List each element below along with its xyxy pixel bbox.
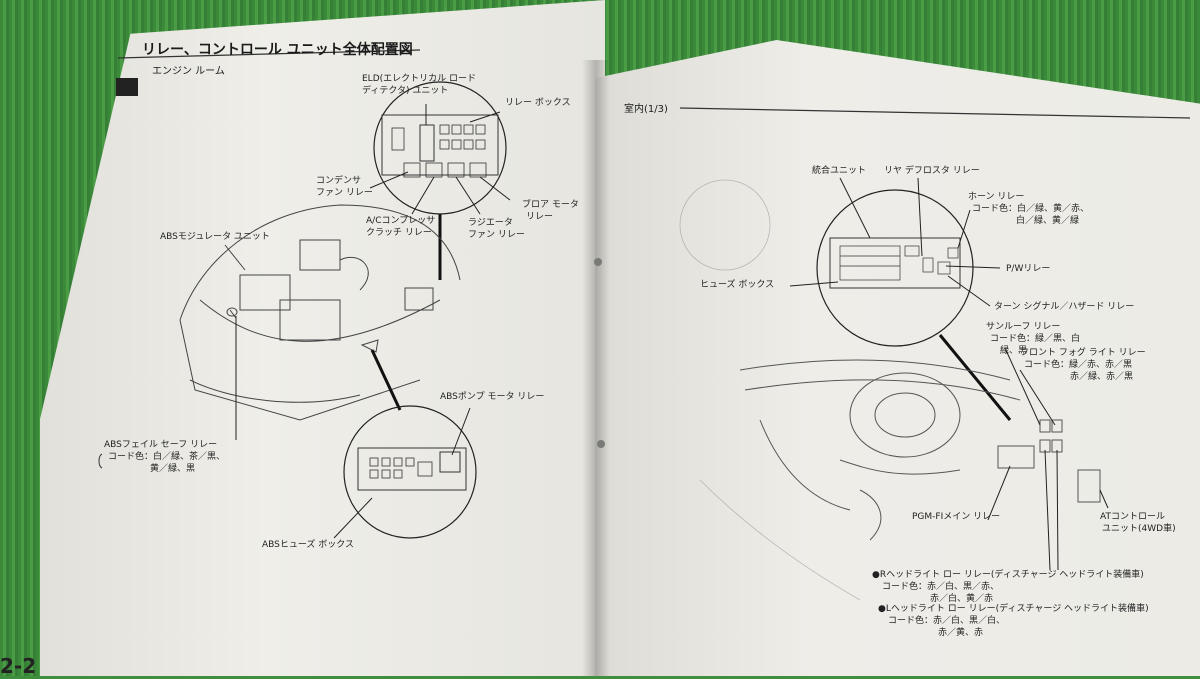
page-title: リレー、コントロール ユニット全体配置図	[142, 42, 413, 58]
label-horn-code-2: 白／緑、黄／緑	[1016, 216, 1080, 226]
section-heading-interior: 室内(1/3)	[624, 104, 668, 115]
label-r-headlight-code-2: 赤／白、黄／赤	[930, 594, 994, 604]
label-l-headlight-code-1: コード色：赤／白、黒／白、	[888, 616, 1006, 626]
label-pgm-fi-main-relay: PGM-FIメイン リレー	[912, 512, 1001, 522]
book-spine-shadow	[582, 60, 610, 676]
label-sunroof-code-2: 緑、黒	[1000, 346, 1028, 356]
label-abs-modulator: ABSモジュレータ ユニット	[160, 232, 270, 242]
label-radiator-fan-relay-2: ファン リレー	[468, 230, 525, 240]
label-abs-failsafe-code-1: コード色：白／緑、茶／黒、	[108, 452, 226, 462]
label-l-headlight-code-2: 赤／黄、赤	[938, 628, 984, 638]
label-horn-code-1: コード色：白／緑、黄／赤、	[972, 204, 1090, 214]
label-turn-signal-hazard-relay: ターン シグナル／ハザード リレー	[994, 302, 1135, 312]
label-condenser-fan-relay-2: ファン リレー	[316, 188, 373, 198]
right-page	[595, 40, 1200, 676]
label-ac-clutch-relay-1: A/Cコンプレッサ	[366, 216, 436, 226]
label-at-control-unit-1: ATコントロール	[1100, 512, 1165, 522]
label-blower-motor-relay-1: ブロア モータ	[522, 200, 579, 210]
label-at-control-unit-2: ユニット(4WD車)	[1102, 524, 1176, 534]
binder-hole	[597, 440, 605, 448]
label-sunroof-relay: サンルーフ リレー	[986, 322, 1061, 332]
label-pw-relay: P/Wリレー	[1006, 264, 1051, 274]
label-eld-unit-1: ELD(エレクトリカル ロード	[362, 74, 477, 84]
section-heading-engine-room: エンジン ルーム	[152, 66, 225, 77]
label-ac-clutch-relay-2: クラッチ リレー	[366, 228, 432, 238]
label-fog-code-1: コード色：緑／赤、赤／黒	[1024, 360, 1133, 370]
label-r-headlight-code-1: コード色：赤／白、黒／赤、	[882, 582, 1000, 592]
label-relay-box: リレー ボックス	[505, 98, 571, 108]
label-radiator-fan-relay-1: ラジエータ	[468, 218, 513, 228]
label-blower-motor-relay-2: リレー	[526, 212, 554, 222]
binder-hole	[594, 258, 602, 266]
label-horn-relay: ホーン リレー	[968, 192, 1025, 202]
label-condenser-fan-relay-1: コンデンサ	[316, 176, 362, 186]
label-abs-pump-motor-relay: ABSポンプ モータ リレー	[440, 392, 545, 402]
label-integrated-unit: 統合ユニット	[812, 166, 867, 176]
label-eld-unit-2: ディテクタ) ユニット	[362, 86, 449, 96]
label-l-headlight-low-relay: ●Lヘッドライト ロー リレー(ディスチャージ ヘッドライト装備車)	[878, 604, 1149, 614]
label-abs-failsafe-relay: ABSフェイル セーフ リレー	[104, 440, 218, 450]
label-fog-code-2: 赤／緑、赤／黒	[1070, 372, 1134, 382]
label-sunroof-code-1: コード色：緑／黒、白	[990, 334, 1081, 344]
label-rear-defroster-relay: リヤ デフロスタ リレー	[884, 166, 980, 176]
label-r-headlight-low-relay: ●Rヘッドライト ロー リレー(ディスチャージ ヘッドライト装備車)	[872, 570, 1144, 580]
label-fuse-box: ヒューズ ボックス	[700, 280, 775, 290]
label-front-fog-light-relay: フロント フォグ ライト リレー	[1020, 348, 1146, 358]
page-number: 2-2	[0, 654, 37, 678]
label-abs-failsafe-code-2: 黄／緑、黒	[150, 464, 196, 474]
label-abs-fuse-box: ABSヒューズ ボックス	[262, 540, 355, 550]
